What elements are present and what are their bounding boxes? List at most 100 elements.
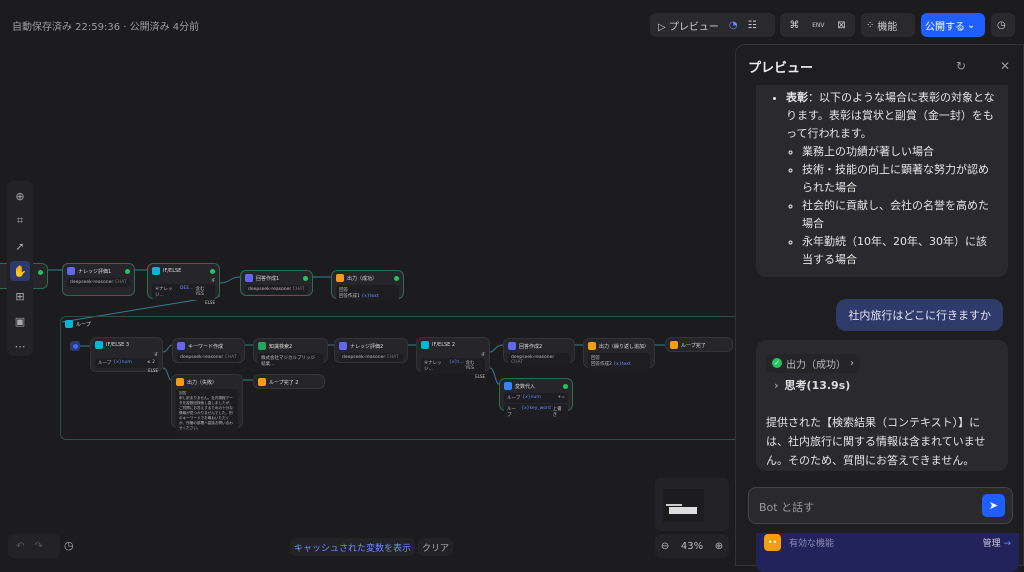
user-message: 社内旅行はどこに行きますか <box>836 299 1003 331</box>
model-tag: CHAT <box>292 287 305 292</box>
condition-var: ④ナレッジ... <box>155 287 173 298</box>
success-icon <box>394 275 399 281</box>
answer-item: 表彰：以下のような場合に表彰の対象となります。表彰は賞状と副賞（金一封）をもって… <box>786 89 996 269</box>
bot-icon: •• <box>764 533 781 551</box>
redo-icon[interactable]: ↷ <box>34 540 43 552</box>
thinking-toggle[interactable]: › 思考(13.9s) <box>766 377 998 393</box>
condition-op: 含む YES <box>195 287 205 297</box>
status-label: 出力（成功） <box>786 359 846 371</box>
success-icon <box>563 383 568 389</box>
list-icon[interactable]: ☷ <box>747 19 757 31</box>
preview-group: ▷ プレビュー ◔ ☷ <box>650 13 775 37</box>
close-icon[interactable]: ✕ <box>1000 59 1011 73</box>
assign-target: ループ <box>507 396 521 401</box>
env-icon[interactable]: ENV <box>812 21 825 29</box>
node-title: 知識検索2 <box>269 343 293 350</box>
else-port-label: ELSE <box>475 374 485 379</box>
hand-icon[interactable]: ✋ <box>10 261 30 281</box>
refresh-icon[interactable]: ↻ <box>956 59 967 73</box>
output-value: 回答作成2 <box>591 362 612 367</box>
output-icon <box>176 378 184 386</box>
check-icon: ✓ <box>772 358 782 368</box>
more-icon[interactable]: ⋯ <box>14 339 26 353</box>
node-title: 出力（繰り返し追加） <box>599 343 650 350</box>
output-status-chip[interactable]: ✓ 出力（成功） › <box>766 353 860 373</box>
model-name: deepseek-reasoner <box>342 355 386 360</box>
bot-reply: ✓ 出力（成功）› ›思考(13.9s) 提供された【検索結果（コンテキスト）】… <box>756 340 1008 471</box>
thinking-label: 思考(13.9s) <box>784 378 851 392</box>
node-title: IF/ELSE 3 <box>106 342 130 348</box>
image-icon[interactable]: ▣ <box>14 314 26 328</box>
chat-input[interactable]: Bot と話す ➤ <box>748 487 1013 524</box>
comment-icon[interactable]: ⌗ <box>16 214 24 227</box>
assign-var: {x}key_word <box>521 406 551 411</box>
variable-icon[interactable]: ⊠ <box>837 19 846 31</box>
answer-subitem: 社会的に貢献し、会社の名誉を高めた場合 <box>802 197 996 233</box>
debug-icon[interactable]: ◔ <box>728 19 738 31</box>
features-button[interactable]: ⁘機能 <box>861 13 915 37</box>
end-icon <box>670 341 678 349</box>
node-answer-2[interactable]: 回答作成2 deepseek-reasoner CHAT <box>503 338 575 367</box>
answer-item-title: 表彰 <box>786 91 808 104</box>
node-output-failure[interactable]: 出力（失敗） 回答申し訳ありません。社内規程データを複数回検索し直しましたが、ご… <box>171 374 243 433</box>
node-loop-complete-2[interactable]: ループ完了 2 <box>253 374 325 389</box>
answer-subitem: 業務上の功績が著しい場合 <box>802 143 996 161</box>
llm-icon <box>339 342 347 350</box>
arrow-right-icon: → <box>1003 538 1011 549</box>
node-loop-complete[interactable]: ループ完了 <box>665 337 733 352</box>
chevron-right-icon: › <box>774 378 779 392</box>
history-icon[interactable]: ◷ <box>64 539 74 552</box>
zoom-in-icon[interactable]: ⊕ <box>714 540 724 552</box>
node-if-else-3[interactable]: IF/ELSE 3 IF ループ{x}num≤ 2 ELSE <box>90 337 163 373</box>
panel-title: プレビュー <box>748 61 814 76</box>
loop-container[interactable]: ループ <box>60 316 750 440</box>
node-if-else[interactable]: IF/ELSE IF ④ナレッジ...DEE...含む YES ELSE <box>147 263 220 305</box>
knowledge-value: 株式会社マジカルブリッジ 就業... <box>258 353 323 369</box>
node-knowledge-search-2[interactable]: 知識検索2 株式会社マジカルブリッジ 就業... <box>253 338 328 369</box>
node-output-success[interactable]: 出力（成功） 回答回答作成1 {x}text <box>331 270 404 301</box>
bot-message: 表彰：以下のような場合に表彰の対象となります。表彰は賞状と副賞（金一封）をもって… <box>756 85 1008 277</box>
pointer-icon[interactable]: ➚ <box>15 239 25 253</box>
answer-item-text: ：以下のような場合に表彰の対象となります。表彰は賞状と副賞（金一封）をもって行わ… <box>786 91 995 140</box>
clear-button[interactable]: クリア <box>418 538 454 556</box>
manage-link[interactable]: 管理 → <box>983 536 1011 549</box>
success-icon <box>125 268 130 274</box>
output-icon <box>336 274 344 282</box>
condition-var: ④ナレッジ... <box>424 361 442 372</box>
publish-button[interactable]: 公開する⌄ <box>921 13 985 37</box>
zoom-out-icon[interactable]: ⊖ <box>660 540 670 552</box>
minimap[interactable] <box>655 478 729 531</box>
canvas-toolbar: ⊕ ⌗ ➚ ✋ ⊞ ▣ ⋯ <box>7 181 33 356</box>
add-icon[interactable]: ⊕ <box>15 189 25 203</box>
condition-op: 含む YES <box>465 361 475 371</box>
node-keyword[interactable]: キーワード作成 deepseek-reasoner CHAT <box>172 338 245 363</box>
condition-op: ≤ 2 <box>146 360 155 365</box>
show-cached-variables-button[interactable]: キャッシュされた変数を表示 <box>290 538 416 556</box>
preview-button[interactable]: ▷ プレビュー <box>658 21 719 33</box>
llm-icon <box>245 274 253 282</box>
node-title: 変数代入 <box>515 383 536 390</box>
grid-icon[interactable]: ⊞ <box>15 289 25 303</box>
answer-subitem: 永年勤続（10年、20年、30年）に該当する場合 <box>802 233 996 269</box>
knowledge-icon <box>258 342 266 350</box>
model-name: deepseek-reasoner <box>511 355 555 360</box>
edges <box>48 269 665 385</box>
model-tag: CHAT <box>386 355 399 360</box>
chat-variable-icon[interactable]: ⌘ <box>789 19 800 31</box>
else-port-label: ELSE <box>148 368 158 373</box>
node-answer-1[interactable]: 回答作成1 deepseek-reasoner CHAT <box>240 270 313 296</box>
loop-start-icon <box>70 341 80 351</box>
output-label: 回答 <box>339 288 348 293</box>
output-label: 回答 <box>179 391 187 395</box>
send-button[interactable]: ➤ <box>982 494 1005 517</box>
node-output-repeat[interactable]: 出力（繰り返し追加） 回答回答作成2 {x}text <box>583 338 655 369</box>
node-knowledge-eval-2[interactable]: ナレッジ評価2 deepseek-reasoner CHAT <box>334 338 408 363</box>
undo-icon[interactable]: ↶ <box>16 540 25 552</box>
features-label: 機能 <box>877 21 898 33</box>
branch-icon <box>95 341 103 349</box>
chevron-right-icon: › <box>850 357 854 369</box>
node-if-else-2[interactable]: IF/ELSE 2 IF ④ナレッジ...{x}t...含む YES ELSE <box>416 337 490 379</box>
history-button[interactable]: ◷ <box>991 13 1015 37</box>
node-knowledge-eval-1[interactable]: ナレッジ評価1 deepseek-reasoner CHAT <box>62 263 135 296</box>
